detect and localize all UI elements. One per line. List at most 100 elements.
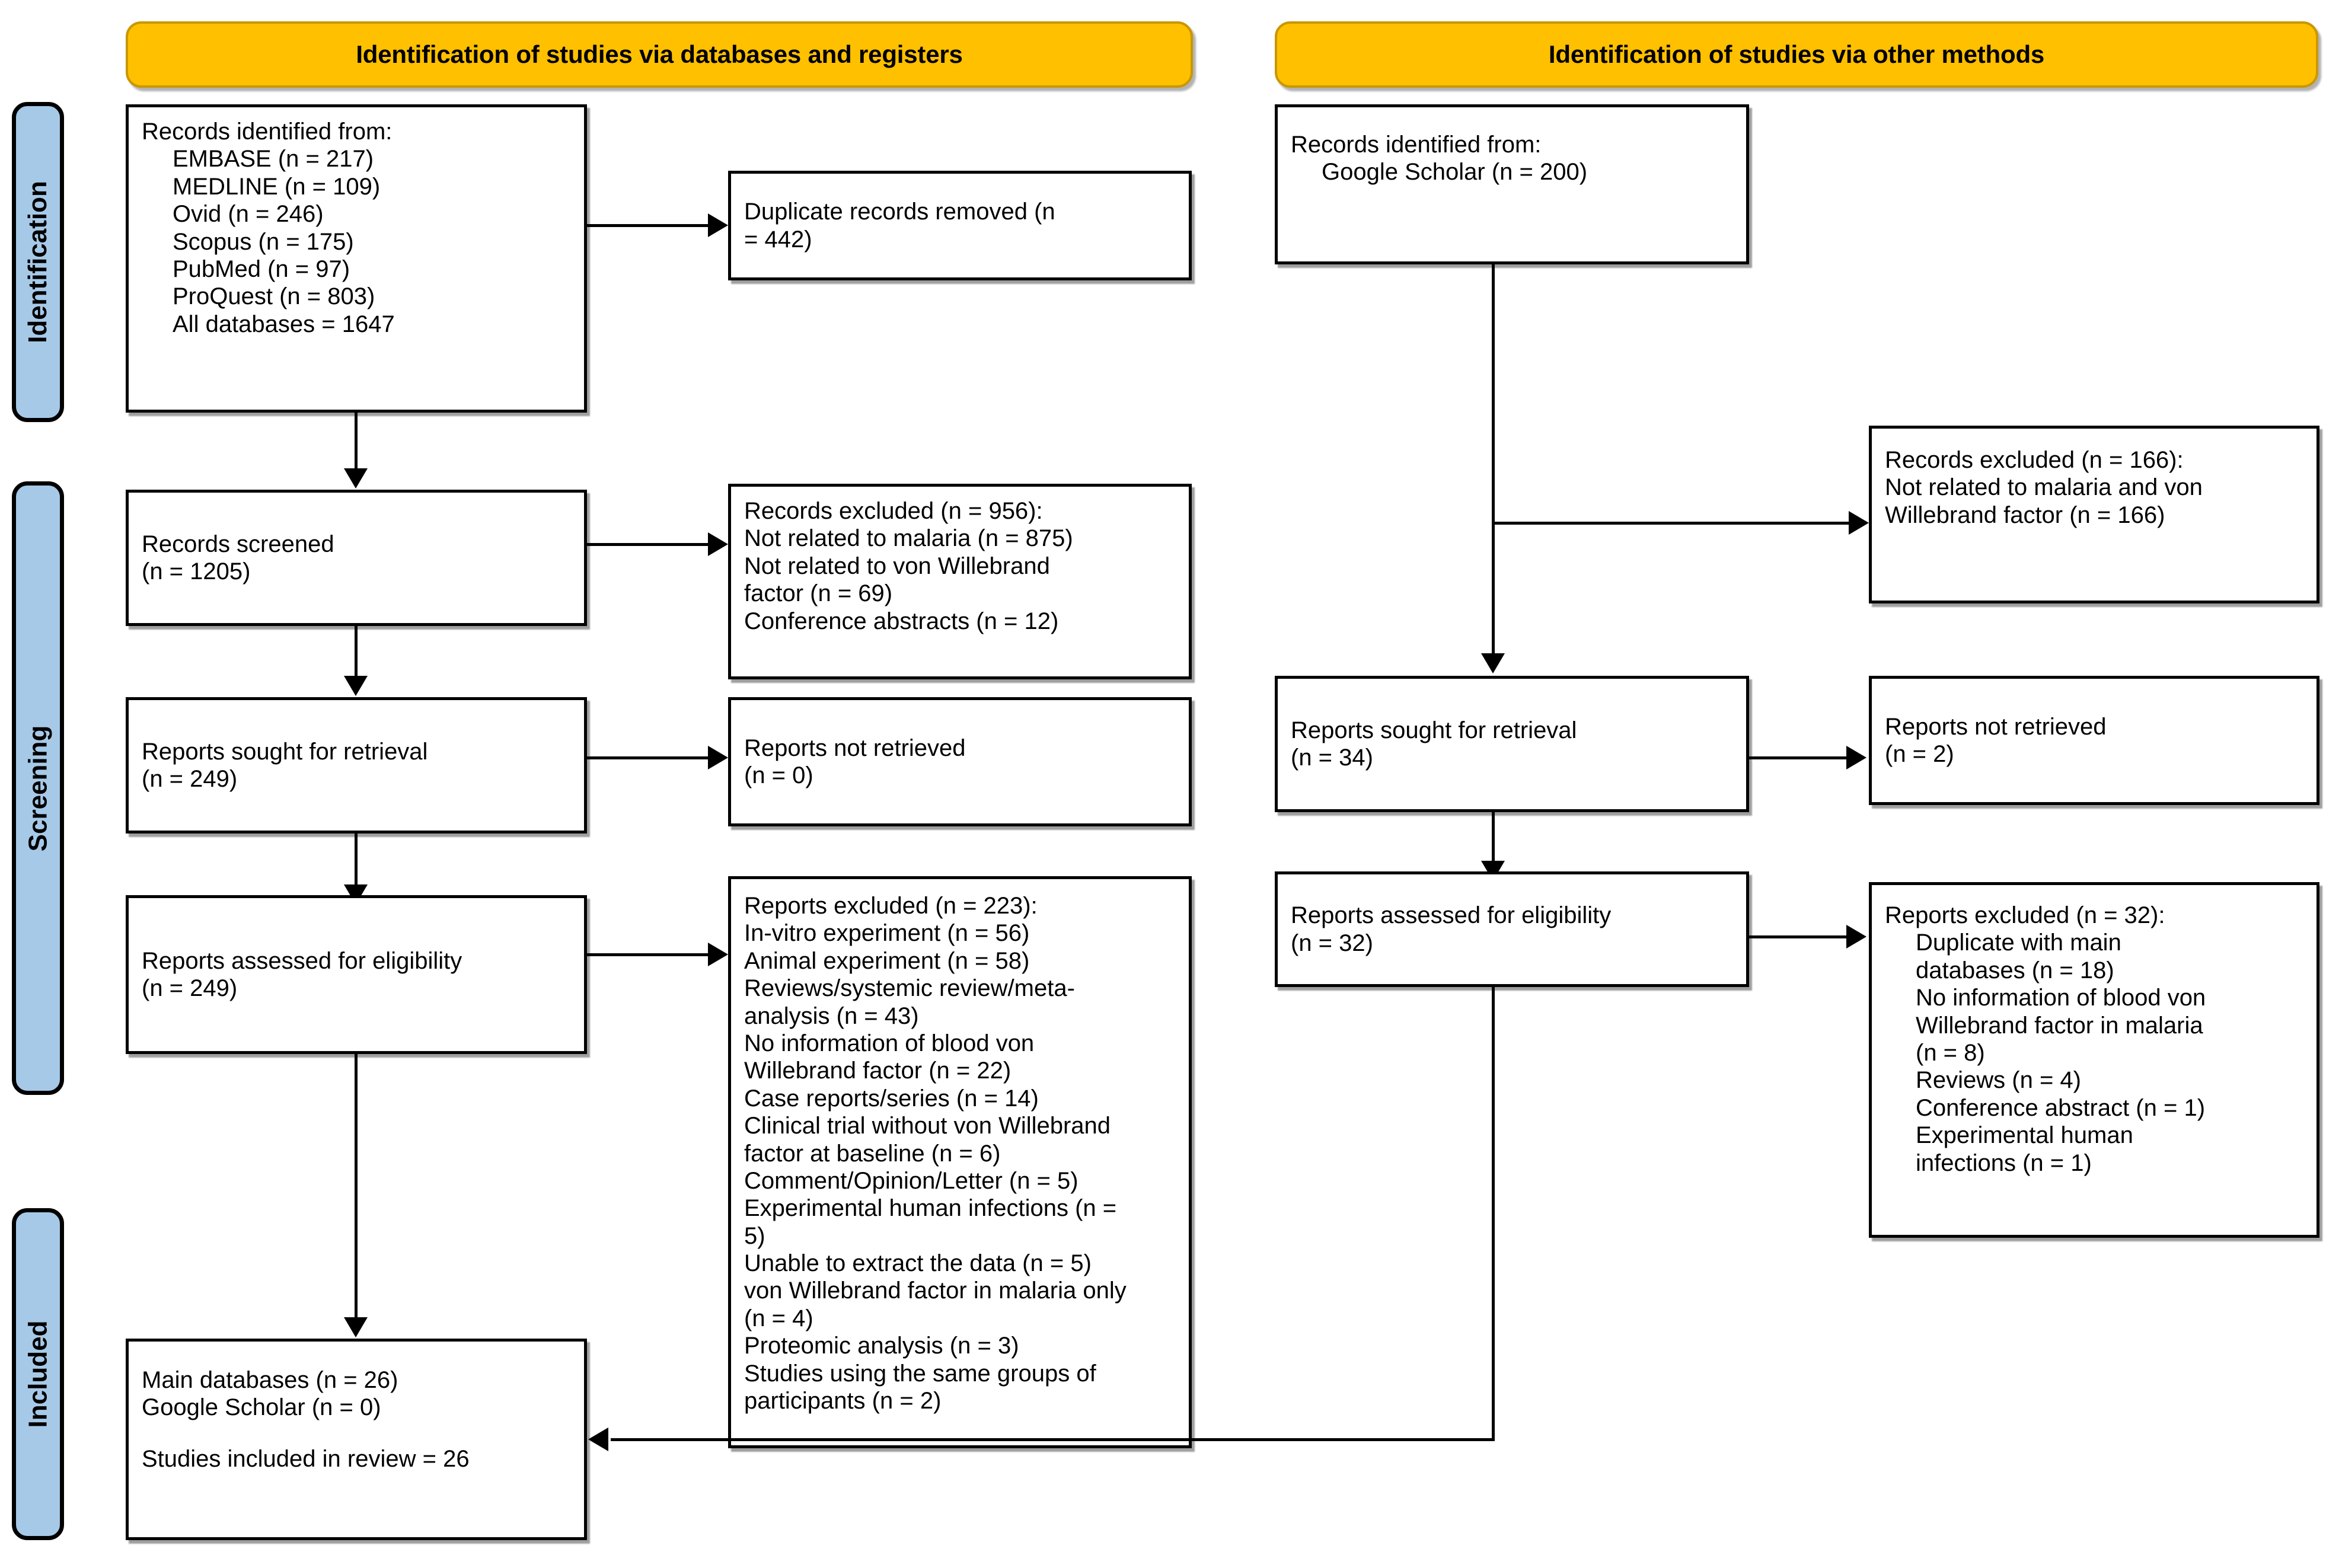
reports-excluded-line: Clinical trial without von Willebrand (744, 1113, 1111, 1139)
box-studies-included: Main databases (n = 26) Google Scholar (… (126, 1339, 587, 1540)
phase-label-included: Included (12, 1208, 64, 1540)
records-excluded-other-line: Willebrand factor (n = 166) (1885, 502, 2165, 528)
reports-excluded-other-item: No information of blood von (1916, 985, 2206, 1011)
reports-excluded-other-item: Willebrand factor in malaria (1916, 1012, 2203, 1039)
phase-label-screening-text: Screening (23, 725, 52, 851)
phase-label-included-text: Included (23, 1320, 52, 1428)
box-reports-sought-databases: Reports sought for retrieval (n = 249) (126, 697, 587, 834)
connector-sought-to-not-retrieved (587, 756, 710, 759)
connector-assessed-other-to-excluded (1749, 935, 1849, 938)
reports-excluded-line: 5) (744, 1222, 765, 1249)
box-duplicate-records-removed: Duplicate records removed (n = 442) (728, 171, 1192, 280)
records-excluded-other-line: Not related to malaria and von (1885, 474, 2203, 501)
box-reports-assessed-other: Reports assessed for eligibility (n = 32… (1275, 871, 1749, 987)
reports-excluded-line: Reviews/systemic review/meta- (744, 975, 1075, 1002)
reports-sought-other-line: Reports sought for retrieval (1291, 717, 1577, 743)
box-reports-assessed-databases: Reports assessed for eligibility (n = 24… (126, 895, 587, 1054)
box-records-identified-databases: Records identified from: EMBASE (n = 217… (126, 104, 587, 413)
reports-excluded-line: Comment/Opinion/Letter (n = 5) (744, 1167, 1079, 1194)
records-identified-item: MEDLINE (n = 109) (173, 173, 381, 200)
reports-not-retrieved-other-line: (n = 2) (1885, 741, 1954, 767)
box-records-screened: Records screened (n = 1205) (126, 490, 587, 626)
reports-sought-line: (n = 249) (142, 766, 238, 792)
records-identified-item: Scopus (n = 175) (173, 228, 354, 255)
connector-identified-to-screened (355, 413, 358, 472)
banner-databases-registers: Identification of studies via databases … (126, 21, 1193, 88)
arrowhead-assessed-to-included (344, 1317, 368, 1337)
included-total: Studies included in review = 26 (142, 1445, 470, 1472)
reports-excluded-other-item: databases (n = 18) (1916, 957, 2114, 983)
reports-not-retrieved-line: Reports not retrieved (744, 734, 966, 761)
records-screened-line: Records screened (142, 531, 334, 557)
reports-excluded-other-item: Experimental human (1916, 1122, 2133, 1149)
records-screened-line: (n = 1205) (142, 558, 251, 585)
connector-sought-to-assessed (355, 834, 358, 888)
box-reports-excluded-databases: Reports excluded (n = 223): In-vitro exp… (728, 876, 1192, 1448)
connector-screened-to-excluded (587, 543, 710, 546)
banner-other-methods: Identification of studies via other meth… (1275, 21, 2318, 88)
reports-excluded-line: Unable to extract the data (n = 5) (744, 1250, 1092, 1277)
box-records-identified-other: Records identified from: Google Scholar … (1275, 104, 1749, 264)
reports-excluded-line: Willebrand factor (n = 22) (744, 1058, 1012, 1084)
arrowhead-assessed-to-reports-excluded (708, 943, 728, 966)
connector-assessed-to-included (355, 1054, 358, 1321)
reports-excluded-other-item: infections (n = 1) (1916, 1149, 2092, 1176)
reports-excluded-line: factor at baseline (n = 6) (744, 1140, 1001, 1167)
records-identified-item: PubMed (n = 97) (173, 256, 350, 282)
duplicates-line: = 442) (744, 226, 812, 253)
records-identified-item: ProQuest (n = 803) (173, 283, 375, 310)
connector-screened-to-sought (355, 626, 358, 679)
reports-excluded-line: Experimental human infections (n = (744, 1195, 1117, 1222)
reports-excluded-line: analysis (n = 43) (744, 1002, 919, 1029)
reports-excluded-other-title: Reports excluded (n = 32): (1885, 902, 2165, 928)
phase-label-identification: Identification (12, 102, 64, 422)
connector-assessed-to-reports-excluded (587, 953, 710, 956)
reports-assessed-line: (n = 249) (142, 975, 238, 1001)
reports-excluded-other-item: Duplicate with main (1916, 930, 2121, 956)
reports-assessed-line: Reports assessed for eligibility (142, 947, 462, 974)
arrowhead-assessed-other-to-excluded (1846, 925, 1866, 949)
records-identified-item: Ovid (n = 246) (173, 201, 324, 228)
reports-excluded-line: (n = 4) (744, 1305, 813, 1331)
records-excluded-line: factor (n = 69) (744, 580, 893, 607)
phase-label-identification-text: Identification (23, 181, 52, 343)
reports-assessed-other-line: (n = 32) (1291, 930, 1373, 956)
box-records-excluded-other: Records excluded (n = 166): Not related … (1869, 426, 2319, 603)
reports-excluded-other-item: (n = 8) (1916, 1039, 1985, 1066)
box-records-excluded-databases: Records excluded (n = 956): Not related … (728, 484, 1192, 679)
included-line: Main databases (n = 26) (142, 1367, 398, 1393)
arrowhead-identified-to-duplicates (708, 213, 728, 237)
reports-excluded-line: von Willebrand factor in malaria only (744, 1278, 1127, 1304)
reports-excluded-line: Proteomic analysis (n = 3) (744, 1333, 1019, 1359)
arrowhead-identified-to-screened (344, 468, 368, 488)
arrowhead-other-identified-to-excluded (1849, 511, 1869, 535)
arrowhead-sought-to-not-retrieved (708, 746, 728, 769)
reports-not-retrieved-line: (n = 0) (744, 762, 813, 788)
connector-other-identified-to-excluded (1492, 522, 1852, 525)
duplicates-line: Duplicate records removed (n (744, 199, 1055, 225)
reports-sought-line: Reports sought for retrieval (142, 738, 428, 765)
box-reports-not-retrieved-other: Reports not retrieved (n = 2) (1869, 676, 2319, 805)
arrowhead-other-identified-to-sought (1481, 653, 1505, 673)
connector-sought-other-to-assessed (1492, 812, 1495, 864)
box-reports-not-retrieved-databases: Reports not retrieved (n = 0) (728, 697, 1192, 826)
arrowhead-screened-to-excluded (708, 532, 728, 556)
phase-label-screening: Screening (12, 481, 64, 1095)
connector-assessed-other-to-included (611, 1438, 1494, 1441)
records-identified-title: Records identified from: (142, 119, 393, 145)
reports-excluded-line: Reports excluded (n = 223): (744, 893, 1038, 919)
reports-excluded-line: Studies using the same groups of (744, 1360, 1096, 1387)
arrowhead-assessed-other-to-included (588, 1428, 608, 1451)
reports-assessed-other-line: Reports assessed for eligibility (1291, 902, 1612, 929)
reports-excluded-other-item: Reviews (n = 4) (1916, 1067, 2081, 1094)
arrowhead-screened-to-sought (344, 676, 368, 696)
records-excluded-line: Not related to von Willebrand (744, 553, 1050, 579)
included-line: Google Scholar (n = 0) (142, 1394, 381, 1421)
reports-excluded-line: In-vitro experiment (n = 56) (744, 920, 1030, 947)
banner-databases-label: Identification of studies via databases … (356, 40, 963, 68)
connector-other-identified-down (1492, 264, 1495, 656)
reports-excluded-line: No information of blood von (744, 1030, 1035, 1056)
arrowhead-sought-other-to-not-retrieved (1846, 746, 1866, 769)
records-excluded-other-line: Records excluded (n = 166): (1885, 447, 2184, 473)
